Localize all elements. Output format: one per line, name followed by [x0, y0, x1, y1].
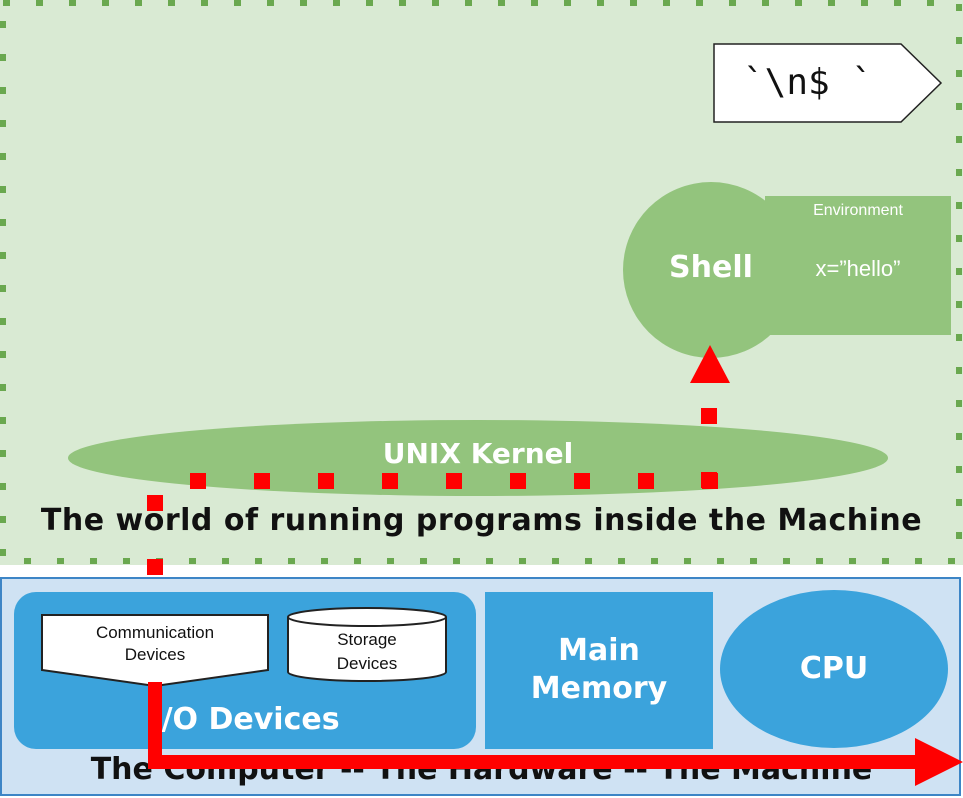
hardware-title: The Computer -- The Hardware -- The Mach… — [90, 752, 873, 787]
io-devices-label: I/O Devices — [150, 702, 340, 737]
communication-devices-shape — [41, 614, 269, 688]
communication-devices-label: Communication Devices — [40, 622, 270, 666]
main-memory-line-2: Memory — [530, 671, 668, 706]
storage-devices-line-2: Devices — [336, 654, 398, 673]
main-memory-label: Main Memory — [485, 632, 713, 708]
environment-title: Environment — [813, 202, 903, 219]
prompt-shape — [713, 43, 943, 123]
shell-prompt-text: `\n$ ` — [742, 62, 874, 103]
unix-kernel-label: UNIX Kernel — [382, 437, 574, 470]
main-memory-line-1: Main — [558, 633, 640, 668]
software-world-title: The world of running programs inside the… — [40, 503, 923, 538]
communication-devices-line-2: Devices — [124, 645, 186, 664]
environment-box — [765, 196, 951, 335]
storage-devices-label: Storage Devices — [287, 628, 447, 676]
storage-devices-cylinder — [287, 607, 447, 682]
environment-variable: x=”hello” — [815, 256, 901, 281]
cpu-label: CPU — [799, 651, 869, 686]
shell-label: Shell — [669, 250, 753, 285]
communication-devices-line-1: Communication — [95, 623, 215, 642]
storage-devices-line-1: Storage — [337, 630, 397, 649]
